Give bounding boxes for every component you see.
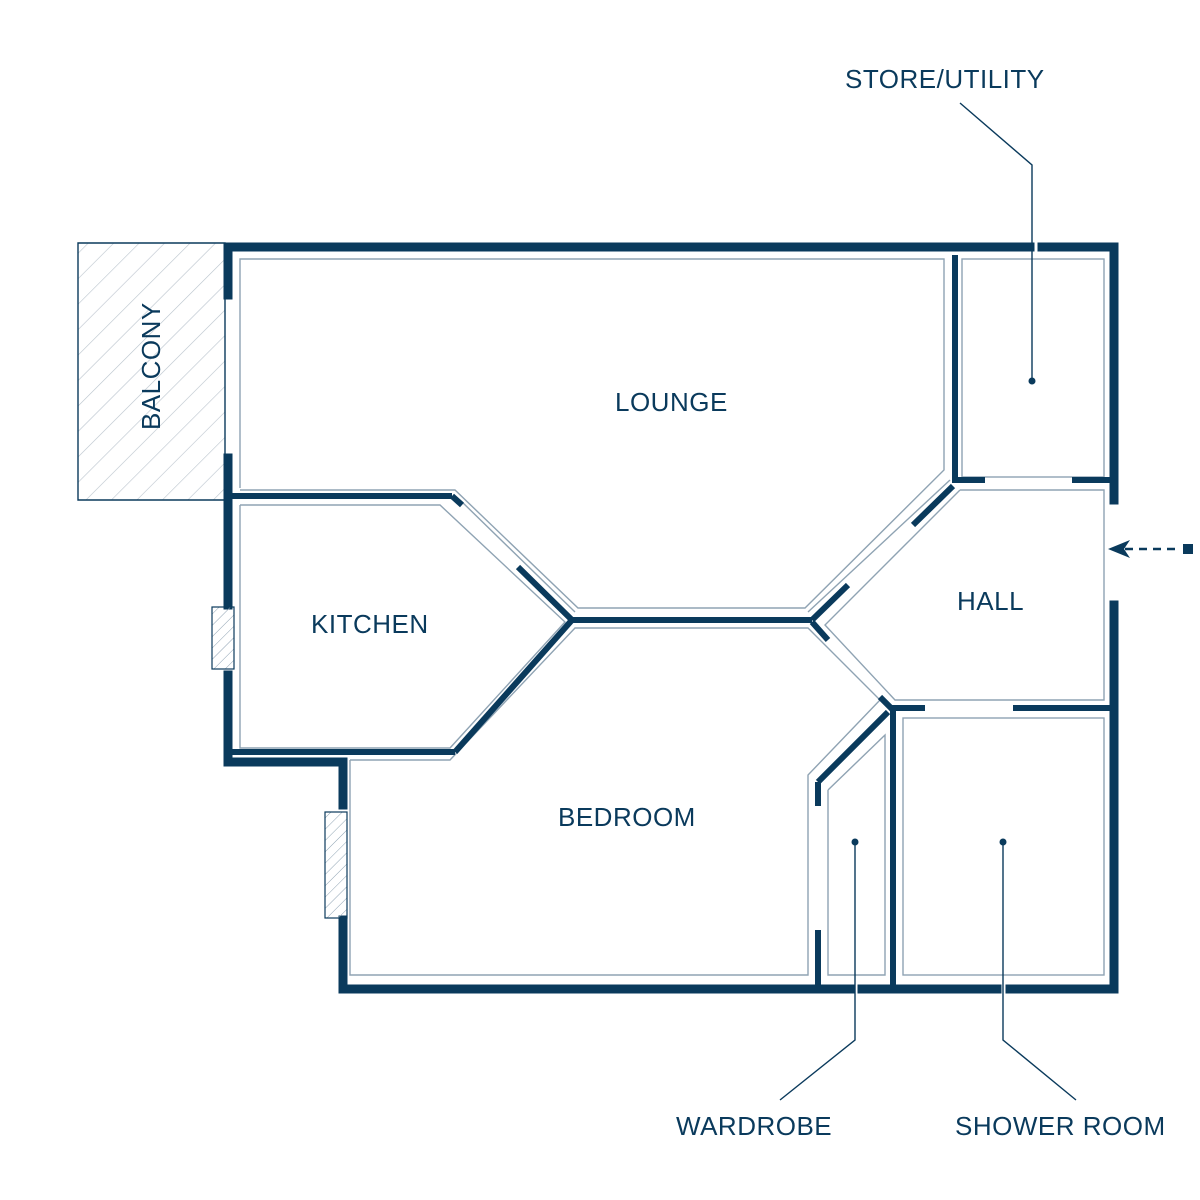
room-label-balcony: BALCONY (136, 302, 166, 430)
callout-label-wardrobe: WARDROBE (676, 1111, 833, 1141)
room-label-kitchen: KITCHEN (311, 609, 429, 639)
callout-label-shower: SHOWER ROOM (955, 1111, 1166, 1141)
room-label-hall: HALL (957, 586, 1025, 616)
kitchen-window (211, 606, 235, 670)
wardrobe-callout-leader (779, 838, 859, 1101)
callout-label-store: STORE/UTILITY (845, 64, 1045, 94)
shower-callout-leader (999, 838, 1077, 1101)
room-label-bedroom: BEDROOM (558, 802, 696, 832)
interior-walls (232, 255, 1112, 989)
store-callout-leader (959, 102, 1036, 385)
entrance-arrow-icon (1108, 540, 1193, 558)
room-label-lounge: LOUNGE (615, 387, 728, 417)
bedroom-window (324, 811, 348, 919)
exterior-walls (223, 242, 1119, 994)
